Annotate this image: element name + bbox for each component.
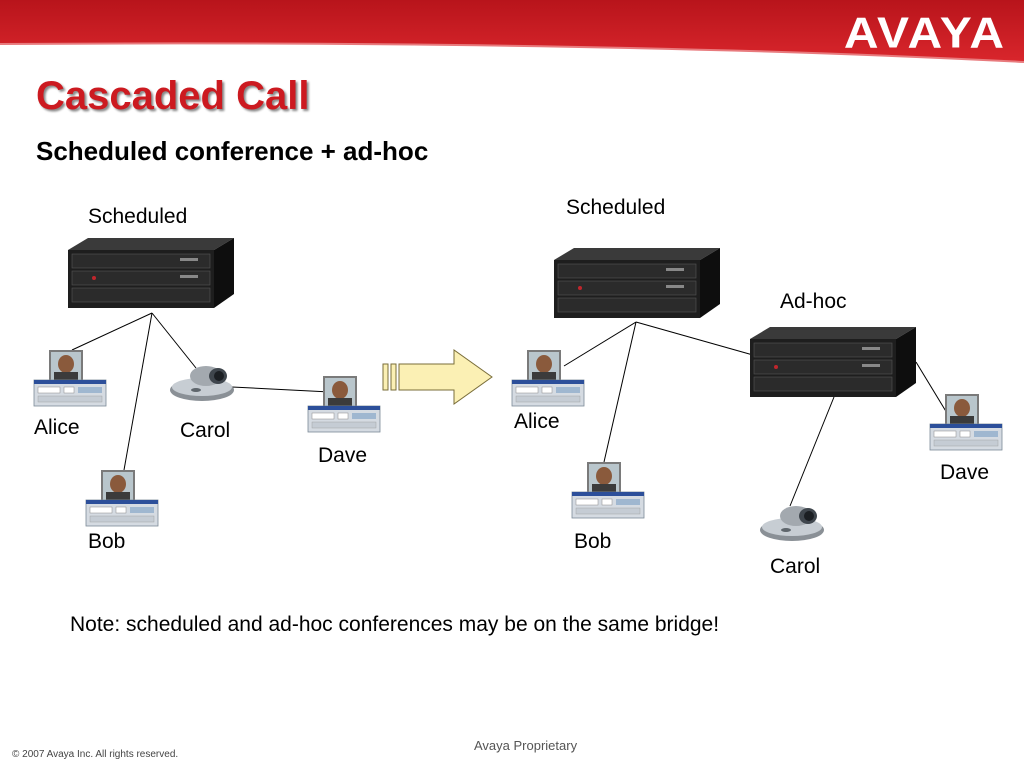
right-connection-lines (563, 321, 951, 507)
left-connection-lines (71, 312, 331, 471)
footer-copyright: © 2007 Avaya Inc. All rights reserved. (12, 749, 179, 760)
left-carol-label: Carol (180, 419, 231, 442)
right-carol-label: Carol (770, 555, 821, 578)
page-title: Cascaded Call (36, 74, 310, 118)
left-alice-pc-icon (33, 349, 107, 407)
right-adhoc-label: Ad-hoc (780, 290, 847, 313)
page-subtitle: Scheduled conference + ad-hoc (36, 136, 429, 166)
right-scheduled-bridge-server-icon (553, 247, 721, 319)
left-bob-label: Bob (88, 530, 126, 553)
left-carol-camera-icon (170, 366, 234, 401)
avaya-logo: AVAYA (843, 9, 1006, 58)
right-alice-pc-icon (511, 349, 585, 407)
left-dave-label: Dave (318, 444, 368, 467)
right-bob-label: Bob (574, 530, 612, 553)
right-dave-label: Dave (940, 461, 990, 484)
right-alice-label: Alice (514, 410, 560, 433)
left-dave-pc-icon (307, 375, 381, 433)
footer-proprietary: Avaya Proprietary (474, 738, 578, 753)
right-carol-camera-icon (760, 506, 824, 541)
left-scheduled-label: Scheduled (88, 205, 188, 228)
left-alice-label: Alice (34, 416, 80, 439)
right-adhoc-bridge-server-icon (749, 326, 917, 398)
header-banner (0, 0, 1024, 63)
bridge-note: Note: scheduled and ad-hoc conferences m… (70, 613, 720, 636)
right-bob-pc-icon (571, 461, 645, 519)
right-scheduled-label: Scheduled (566, 196, 666, 219)
left-scheduled-bridge-server-icon (67, 237, 235, 309)
transition-arrow-icon (382, 349, 493, 405)
left-bob-pc-icon (85, 469, 159, 527)
